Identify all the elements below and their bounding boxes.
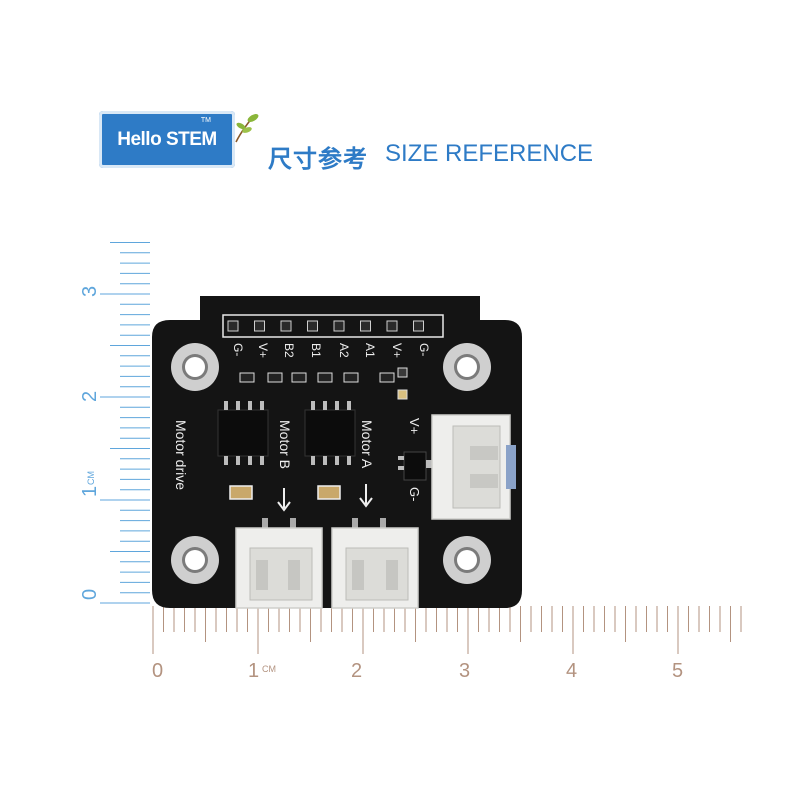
hruler-number-3: 3	[459, 660, 470, 682]
mount-hole-bottom-right	[443, 536, 491, 584]
horizontal-ruler: 0 1 CM 2 3 4 5	[152, 606, 742, 682]
motor-b-arrow-icon	[277, 488, 291, 512]
power-transistor	[398, 451, 432, 481]
driver-chip-b	[217, 401, 269, 465]
capacitor-b	[229, 485, 253, 500]
pin-hole	[386, 320, 398, 332]
pin-label-6: A1	[363, 343, 377, 358]
vertical-ruler: 0 1 CM 2 3	[79, 242, 150, 604]
brand-text: Hello STEM	[117, 128, 217, 150]
vruler-number-3: 3	[79, 286, 101, 297]
hruler-unit: CM	[262, 664, 276, 674]
vruler-number-1: 1	[79, 486, 101, 497]
pin-label-2: V+	[256, 343, 270, 358]
pin-hole	[360, 320, 371, 332]
mount-hole-top-right	[443, 343, 491, 391]
pin-labels: G- V+ B2 B1 A2 A1 V+ G-	[231, 343, 431, 358]
capacitor-a	[317, 485, 341, 500]
hruler-number-1: 1	[248, 660, 259, 682]
silk-power-plus: V+	[407, 418, 422, 434]
pin-label-8: G-	[417, 343, 431, 356]
smd-resistor-row	[239, 367, 408, 400]
driver-chip-a	[304, 401, 356, 465]
pin-label-3: B2	[282, 343, 296, 358]
pin-hole	[307, 320, 318, 332]
pin-hole	[227, 320, 239, 332]
horizontal-ruler-ticks	[152, 606, 742, 654]
silk-motor-b: Motor B	[277, 420, 293, 469]
hruler-number-0: 0	[152, 660, 163, 682]
motor-a-connector	[331, 518, 419, 609]
pin-hole	[413, 320, 424, 332]
motor-b-connector	[235, 518, 323, 609]
pin-header	[222, 314, 444, 338]
hello-stem-logo: Hello STEM TM	[99, 111, 235, 168]
pin-hole	[280, 320, 292, 332]
silk-power-minus: G-	[407, 487, 422, 501]
trademark-mark: TM	[200, 117, 211, 124]
pin-label-5: A2	[337, 343, 351, 358]
title-english: SIZE REFERENCE	[385, 140, 594, 167]
pin-label-1: G-	[231, 343, 245, 356]
motor-a-arrow-icon	[359, 484, 373, 508]
power-connector	[431, 414, 516, 520]
hruler-number-5: 5	[672, 660, 683, 682]
sprout-icon	[235, 114, 259, 143]
silk-motor-drive: Motor drive	[173, 420, 189, 490]
pin-hole	[333, 320, 345, 332]
pin-label-7: V+	[390, 343, 404, 358]
mount-hole-top-left	[171, 343, 219, 391]
mount-hole-bottom-left	[171, 536, 219, 584]
title-chinese: 尺寸参考	[268, 145, 368, 173]
motor-driver-board: G- V+ B2 B1 A2 A1 V+ G-	[152, 296, 522, 609]
hruler-number-4: 4	[566, 660, 577, 682]
pin-header-holes	[227, 320, 424, 332]
pin-label-4: B1	[309, 343, 323, 358]
vruler-number-2: 2	[79, 391, 101, 402]
hruler-number-2: 2	[351, 660, 362, 682]
vruler-number-0: 0	[79, 589, 101, 600]
pin-hole	[254, 320, 265, 332]
vruler-unit: CM	[86, 471, 96, 485]
vertical-ruler-ticks	[100, 242, 150, 604]
silk-motor-a: Motor A	[359, 420, 375, 469]
